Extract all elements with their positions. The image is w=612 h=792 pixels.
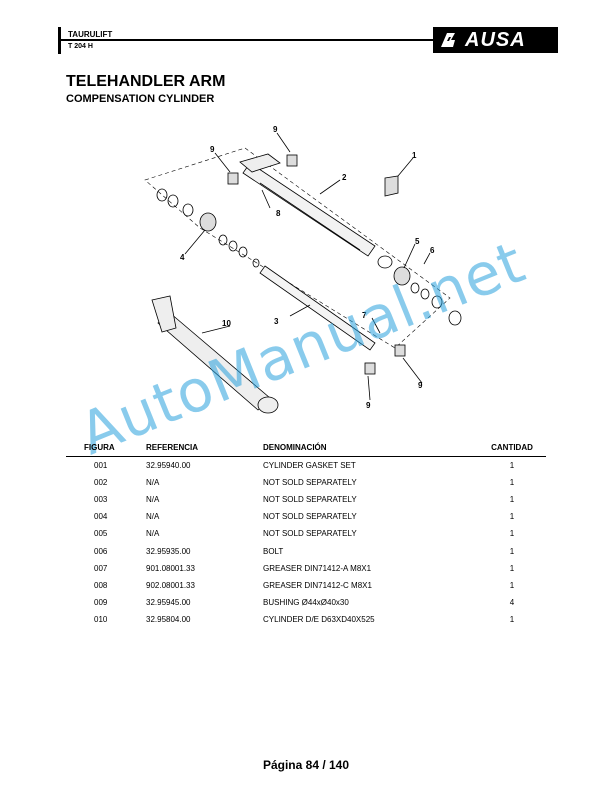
callout-9a: 9 — [273, 125, 278, 134]
callout-8: 8 — [276, 209, 281, 218]
table-cell: CYLINDER D/E D63XD40X525 — [263, 615, 375, 625]
table-cell: 4 — [509, 598, 515, 608]
table-row: 006 32.95935.00 BOLT 1 — [66, 542, 546, 559]
table-cell: NOT SOLD SEPARATELY — [263, 494, 357, 504]
table-cell: 1 — [509, 529, 515, 539]
header-model: TAURULIFT — [68, 30, 113, 39]
table-row: 001 32.95940.00 CYLINDER GASKET SET 1 — [66, 457, 546, 474]
table-cell: GREASER DIN71412-C M8X1 — [263, 580, 372, 590]
table-row: 009 32.95945.00 BUSHING Ø44xØ40x30 4 — [66, 594, 546, 611]
col-header-referencia: REFERENCIA — [146, 440, 263, 457]
table-cell: 902.08001.33 — [146, 580, 195, 590]
table-cell: 901.08001.33 — [146, 563, 195, 573]
callout-4: 4 — [180, 253, 185, 262]
table-cell: NOT SOLD SEPARATELY — [263, 512, 357, 522]
table-cell: 007 — [94, 563, 108, 573]
callout-9b: 9 — [210, 145, 215, 154]
table-cell: GREASER DIN71412-A M8X1 — [263, 563, 372, 573]
table-row: 005 N/A NOT SOLD SEPARATELY 1 — [66, 525, 546, 542]
table-cell: 1 — [509, 580, 515, 590]
table-cell: 009 — [94, 598, 108, 608]
table-cell: 1 — [509, 615, 515, 625]
table-cell: NOT SOLD SEPARATELY — [263, 529, 357, 539]
page-title: TELEHANDLER ARM — [66, 73, 226, 90]
callout-2: 2 — [342, 173, 347, 182]
callout-7: 7 — [362, 311, 367, 320]
page-number: Página 84 / 140 — [262, 758, 350, 772]
table-cell: 1 — [509, 494, 515, 504]
exploded-diagram: 9 9 2 1 4 5 6 3 7 8 10 9 9 — [144, 125, 462, 414]
table-cell: 32.95804.00 — [146, 615, 191, 625]
table-cell: 32.95935.00 — [146, 546, 191, 556]
table-cell: 003 — [94, 494, 108, 504]
header-divider — [61, 39, 433, 41]
header-bar — [58, 27, 61, 54]
callout-10: 10 — [222, 319, 231, 328]
table-cell: 005 — [94, 529, 108, 539]
callout-1: 1 — [412, 151, 417, 160]
table-row: 002 N/A NOT SOLD SEPARATELY 1 — [66, 474, 546, 491]
table-cell: 1 — [509, 477, 515, 487]
table-cell: 008 — [94, 580, 108, 590]
callout-9c: 9 — [418, 381, 423, 390]
col-header-cantidad: CANTIDAD — [478, 440, 546, 457]
table-cell: 010 — [94, 615, 108, 625]
col-header-denominacion: DENOMINACIÓN — [263, 440, 478, 457]
table-cell: 1 — [509, 512, 515, 522]
brand-logo: AUSA — [433, 27, 558, 53]
table-cell: CYLINDER GASKET SET — [263, 460, 356, 470]
table-cell: 001 — [94, 460, 108, 470]
page-subtitle: COMPENSATION CYLINDER — [66, 93, 215, 105]
table-row: 004 N/A NOT SOLD SEPARATELY 1 — [66, 508, 546, 525]
table-cell: NOT SOLD SEPARATELY — [263, 477, 357, 487]
table-cell: N/A — [146, 529, 160, 539]
table-row: 003 N/A NOT SOLD SEPARATELY 1 — [66, 491, 546, 508]
table-row: 007 901.08001.33 GREASER DIN71412-A M8X1 1 — [66, 560, 546, 577]
table-cell: N/A — [146, 494, 160, 504]
table-cell: 1 — [509, 546, 515, 556]
page-header: TAURULIFT T 204 H AUSA — [58, 27, 558, 54]
table-row: 010 32.95804.00 CYLINDER D/E D63XD40X525 1 — [66, 611, 546, 628]
col-header-figura: FIGURA — [66, 440, 146, 457]
table-cell: N/A — [146, 512, 160, 522]
table-cell: 006 — [94, 546, 108, 556]
table-cell: 004 — [94, 512, 108, 522]
brand-mark-icon — [441, 33, 455, 47]
callout-5: 5 — [415, 237, 420, 246]
table-cell: 32.95945.00 — [146, 598, 191, 608]
brand-name: AUSA — [465, 28, 526, 51]
table-cell: 32.95940.00 — [146, 460, 191, 470]
table-cell: BOLT — [263, 546, 284, 556]
table-cell: N/A — [146, 477, 160, 487]
table-cell: BUSHING Ø44xØ40x30 — [263, 598, 349, 608]
table-header-row: FIGURA REFERENCIA DENOMINACIÓN CANTIDAD — [66, 440, 546, 457]
header-code: T 204 H — [68, 43, 93, 50]
callout-9d: 9 — [366, 401, 371, 410]
table-cell: 002 — [94, 477, 108, 487]
callout-3: 3 — [274, 317, 279, 326]
table-cell: 1 — [509, 563, 515, 573]
table-row: 008 902.08001.33 GREASER DIN71412-C M8X1 1 — [66, 577, 546, 594]
parts-table: FIGURA REFERENCIA DENOMINACIÓN CANTIDAD … — [66, 440, 546, 628]
table-cell: 1 — [509, 460, 515, 470]
callout-6: 6 — [430, 246, 435, 255]
